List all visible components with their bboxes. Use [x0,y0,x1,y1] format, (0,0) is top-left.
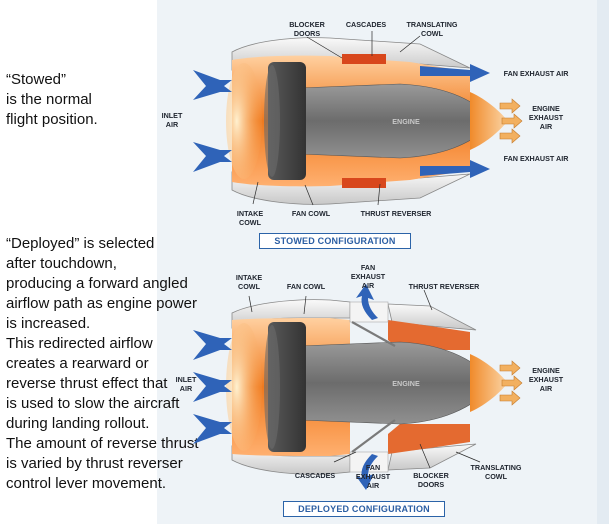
deployed-label-fan-exhaust-bottom-3: AIR [367,481,380,490]
deployed-label-engine: ENGINE [392,379,420,388]
deployed-label-fan-exhaust-top-1: FAN [361,263,375,272]
stowed-label-engine-exhaust-1: ENGINE [532,104,560,113]
stowed-inlet-arrow-bottom [193,142,232,172]
deployed-label-engine-exhaust-1: ENGINE [532,366,560,375]
deployed-line-10: during landing rollout. [6,415,150,432]
stowed-label-engine: ENGINE [392,117,420,126]
deployed-label-blocker-doors-2: DOORS [418,480,445,489]
deployed-label-fan-exhaust-top-2: EXHAUST [351,272,386,281]
stowed-engine-exhaust-arrows [499,98,523,144]
deployed-engine-exhaust-arrows [499,360,523,406]
deployed-leader-lines [248,289,481,469]
stowed-cascade-block-top [342,54,386,64]
stowed-labels: BLOCKER DOORS CASCADES TRANSLATING COWL … [162,20,570,227]
deployed-line-3: producing a forward angled [6,275,188,292]
deployed-label-translating-cowl-2: COWL [485,472,508,481]
stowed-label-cascades: CASCADES [346,20,387,29]
stowed-inlet-arrows [193,70,232,172]
deployed-engine [226,299,508,475]
stowed-fan-exhaust-arrow-bottom [420,160,490,178]
stowed-leader-lines [252,31,421,206]
deployed-label-fan-exhaust-top-3: AIR [362,281,375,290]
deployed-label-inlet-air-2: AIR [180,384,193,393]
deployed-rear-stream-bottom [388,424,470,454]
stowed-label-fan-exhaust-top: FAN EXHAUST AIR [504,69,570,78]
stowed-label-blocker-doors-2: DOORS [294,29,321,38]
stowed-configuration-caption: STOWED CONFIGURATION [259,233,411,249]
deployed-label-engine-exhaust-3: AIR [540,384,553,393]
deployed-label-intake-cowl-2: COWL [238,282,261,291]
stowed-cascade-block-bottom [342,178,386,188]
deployed-line-12: is varied by thrust reverser [6,455,183,472]
stowed-line-1: “Stowed” [6,71,67,88]
stowed-line-2: is the normal [6,91,92,108]
stowed-label-thrust-reverser: THRUST REVERSER [361,209,432,218]
deployed-reverse-arrow-top [356,284,378,320]
stowed-line-3: flight position. [6,111,98,128]
stowed-label-intake-cowl-2: COWL [239,218,262,227]
stowed-label-blocker-doors-1: BLOCKER [289,20,325,29]
deployed-line-8: reverse thrust effect that [6,375,168,392]
deployed-label-inlet-air-1: INLET [176,375,197,384]
deployed-inlet-arrow-top [193,330,232,360]
deployed-line-4: airflow path as engine power [6,295,197,312]
deployed-label-blocker-doors-1: BLOCKER [413,471,449,480]
stowed-label-translating-cowl-1: TRANSLATING [407,20,458,29]
deployed-exhaust-cone [470,354,508,412]
deployed-reverse-arrows [356,284,378,490]
stowed-exhaust-cone [470,92,508,150]
deployed-line-13: control lever movement. [6,475,167,492]
deployed-line-2: after touchdown, [6,255,117,272]
stowed-label-engine-exhaust-3: AIR [540,122,553,131]
stowed-engine [226,37,508,205]
deployed-label-thrust-reverser: THRUST REVERSER [409,282,480,291]
stowed-inlet-arrow-top [193,70,232,100]
deployed-description: “Deployed” is selected after touchdown, … [6,234,199,494]
side-strip [597,0,609,524]
stowed-fan-exhaust-arrow-top [420,64,490,82]
deployed-label-fan-exhaust-bottom-2: EXHAUST [356,472,391,481]
stowed-label-intake-cowl-1: INTAKE [237,209,263,218]
deployed-label-intake-cowl-1: INTAKE [236,273,262,282]
deployed-inlet-arrows [193,330,232,444]
deployed-label-cascades: CASCADES [295,471,336,480]
deployed-configuration-caption: DEPLOYED CONFIGURATION [283,501,445,517]
stowed-label-inlet-air-1: INLET [162,111,183,120]
deployed-label-fan-exhaust-bottom-1: FAN [366,463,380,472]
deployed-line-1: “Deployed” is selected [6,235,155,252]
stowed-exhaust-arrows [420,64,490,178]
stowed-label-fan-exhaust-bottom: FAN EXHAUST AIR [504,154,570,163]
deployed-label-translating-cowl-1: TRANSLATING [471,463,522,472]
deployed-inlet-arrow-bottom [193,414,232,444]
deployed-line-11: The amount of reverse thrust [6,435,199,452]
deployed-line-9: is used to slow the aircraft [6,395,180,412]
deployed-label-engine-exhaust-2: EXHAUST [529,375,564,384]
deployed-reverse-arrow-bottom [356,454,378,490]
deployed-inlet-arrow-mid [193,372,232,402]
stowed-description: “Stowed” is the normal flight position. [6,70,98,130]
deployed-labels: INTAKE COWL FAN COWL FAN EXHAUST AIR THR… [176,263,564,490]
deployed-line-7: creates a rearward or [6,355,149,372]
stowed-label-engine-exhaust-2: EXHAUST [529,113,564,122]
deployed-line-5: is increased. [6,315,91,332]
stowed-label-translating-cowl-2: COWL [421,29,444,38]
stowed-label-fan-cowl: FAN COWL [292,209,331,218]
stowed-label-inlet-air-2: AIR [166,120,179,129]
deployed-line-6: This redirected airflow [6,335,153,352]
deployed-label-fan-cowl: FAN COWL [287,282,326,291]
